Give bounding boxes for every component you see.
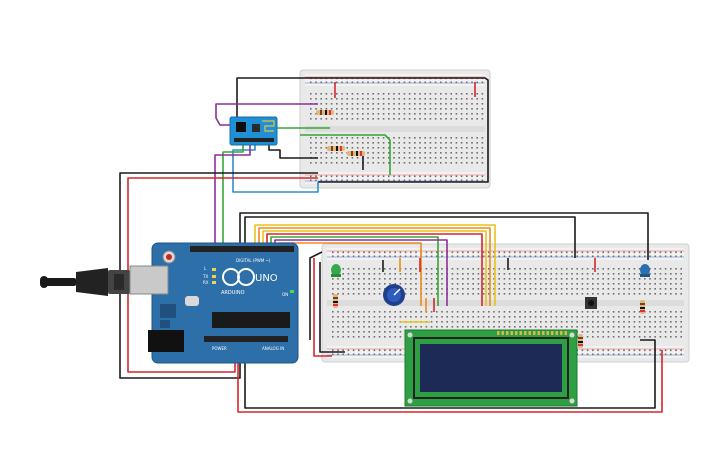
- usb-cable: [40, 268, 130, 296]
- board-analog-label: ANALOG IN: [262, 346, 284, 351]
- resistor-top-2: [327, 146, 345, 151]
- wire-black-left: [309, 251, 323, 340]
- wire-black-esp-down: [268, 142, 318, 159]
- wire-black-digital: [244, 216, 576, 258]
- wire-purple-uno: [214, 142, 251, 248]
- board-led-tx: TX: [202, 274, 208, 279]
- resistor-top-1: [316, 110, 334, 115]
- wire-red-bottom: [237, 350, 663, 413]
- wire-black-digital-2: [239, 212, 649, 260]
- wire-orange-1: [258, 227, 491, 306]
- wire-red-uno-top: [127, 177, 318, 373]
- top-breadboard: [299, 69, 491, 189]
- resistor-top-3: [347, 151, 365, 156]
- lcd-display: [404, 329, 578, 407]
- board-logo-text: UNO: [255, 273, 278, 284]
- wire-black-uno-top: [119, 172, 318, 379]
- led-blue: [640, 264, 650, 277]
- resistor-led-left: [333, 294, 338, 308]
- led-green: [331, 264, 341, 277]
- resistor-button: [578, 334, 583, 348]
- esp8266-module: [229, 116, 278, 146]
- board-on-label: ON: [282, 292, 288, 297]
- wire-green-uno: [222, 142, 244, 248]
- arduino-uno: UNO ARDUINO DIGITAL (PWM ~) POWER ANALOG…: [129, 242, 299, 364]
- wire-yellow-1: [254, 224, 496, 306]
- wire-green-top-right: [300, 134, 391, 175]
- board-power-label: POWER: [212, 346, 227, 351]
- wire-black-lcd: [319, 262, 345, 353]
- push-button: [585, 297, 597, 309]
- wire-red-digital: [266, 233, 483, 306]
- wire-black-top-loop: [236, 77, 489, 183]
- wire-yellow-2: [262, 230, 487, 306]
- board-led-l: L: [204, 266, 207, 271]
- board-led-rx: RX: [203, 280, 209, 285]
- lcd-pin-header: [497, 331, 567, 335]
- wire-black-bottom: [244, 350, 656, 409]
- resistor-led-right: [640, 300, 645, 314]
- board-brand-text: ARDUINO: [221, 290, 245, 296]
- wire-red-lcd: [313, 258, 332, 357]
- wire-purple-esp: [215, 103, 318, 126]
- potentiometer: [383, 284, 405, 306]
- wire-blue-esp: [232, 140, 319, 193]
- wire-black-mb-right: [640, 339, 656, 356]
- board-digital-label: DIGITAL (PWM ~): [236, 258, 271, 263]
- wires: [119, 77, 663, 413]
